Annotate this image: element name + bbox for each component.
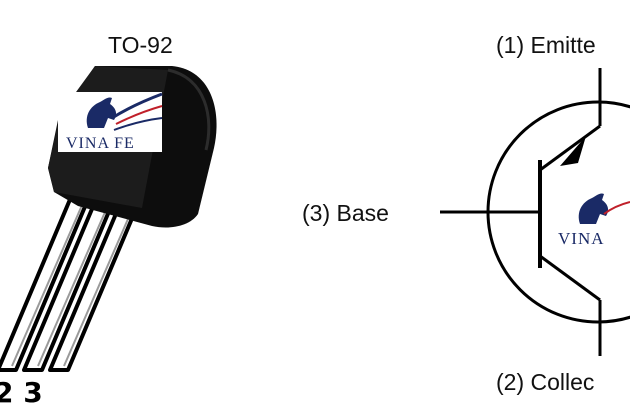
emitter-arrow-icon [560, 136, 586, 166]
watermark-logo-left: VINA FE [58, 92, 163, 152]
package-title: TO-92 [108, 32, 173, 58]
package-body-edge-highlight [167, 68, 211, 151]
watermark-text-left: VINA FE [66, 135, 135, 152]
pin-numbers: 2 3 [0, 376, 43, 409]
watermark-text-right: VINA [558, 229, 605, 248]
watermark-logo-right: VINA [556, 190, 630, 248]
logo-wing-swoosh [111, 92, 163, 120]
collector-diagonal-line [539, 254, 601, 302]
base-label: (3) Base [302, 200, 389, 226]
horse-logo-icon-right [578, 193, 609, 224]
emitter-diagonal-line [539, 124, 601, 172]
collector-label: (2) Collec [496, 369, 594, 395]
horse-logo-icon [86, 97, 117, 128]
pnp-transistor-symbol: (1) Emitte (3) Base (2) Collec VINA [302, 32, 630, 395]
lead-highlights [11, 195, 139, 367]
to92-package: TO-92 VINA FE 2 3 [0, 32, 217, 409]
emitter-label: (1) Emitte [496, 32, 596, 58]
